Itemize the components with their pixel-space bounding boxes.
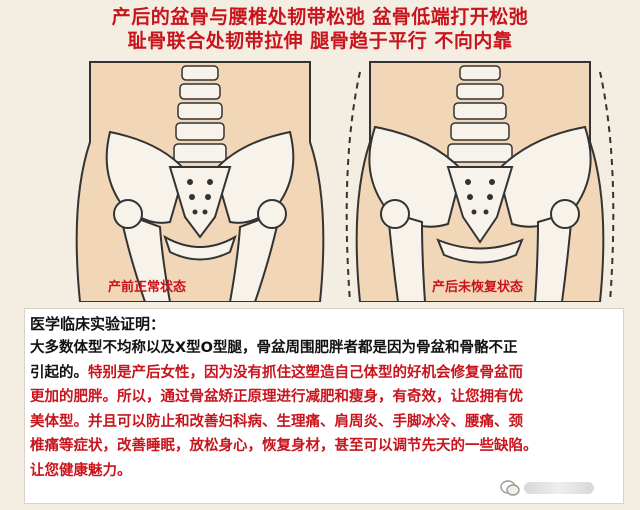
article-line-2: 引起的。特别是产后女性，因为没有抓住这塑造自己体型的好机会修复骨盆而 xyxy=(30,361,614,386)
article-panel xyxy=(24,308,624,504)
pelvis-postpartum-svg xyxy=(345,61,615,303)
watermark-blur xyxy=(524,482,594,494)
header-line-1: 产后的盆骨与腰椎处韧带松弛 盆骨低端打开松弛 xyxy=(111,6,529,28)
article-body: 大多数体型不均称以及X型O型腿，骨盆周围肥胖者都是因为骨盆和骨骼不正 引起的。特… xyxy=(30,336,614,483)
caption-normal: 产前正常状态 xyxy=(108,280,187,295)
pelvis-normal-illustration xyxy=(50,52,350,303)
wechat-icon xyxy=(500,480,520,496)
header-line-2: 耻骨联合处韧带拉伸 腿骨趋于平行 不向内靠 xyxy=(127,30,513,52)
article-line-5: 椎痛等症状，改善睡眠，放松身心，恢复身材，甚至可以调节先天的一些缺陷。 xyxy=(30,438,538,454)
article-line-1: 大多数体型不均称以及X型O型腿，骨盆周围肥胖者都是因为骨盆和骨骼不正 xyxy=(30,340,518,356)
article-line-4: 美体型。并且可以防止和改善妇科病、生理痛、肩周炎、手脚冰冷、腰痛、颈 xyxy=(30,413,523,430)
article-line-2-part-a: 引起的。 xyxy=(30,364,88,381)
pelvis-postpartum-illustration xyxy=(330,52,630,303)
pelvis-normal-svg xyxy=(75,61,325,303)
caption-postpartum: 产后未恢复状态 xyxy=(432,280,524,295)
article-line-3: 更加的肥胖。所以，通过骨盆矫正原理进行减肥和瘦身，有奇效，让您拥有优 xyxy=(30,389,523,405)
watermark xyxy=(500,476,618,500)
header: 产后的盆骨与腰椎处韧带松弛 盆骨低端打开松弛 耻骨联合处韧带拉伸 腿骨趋于平行 … xyxy=(0,0,640,52)
article-line-6: 让您健康魅力。 xyxy=(30,462,132,479)
article-title: 医学临床实验证明： xyxy=(30,315,166,333)
article-line-2-part-b: 特别是产后女性，因为没有抓住这塑造自己体型的好机会修复骨盆而 xyxy=(88,364,523,381)
